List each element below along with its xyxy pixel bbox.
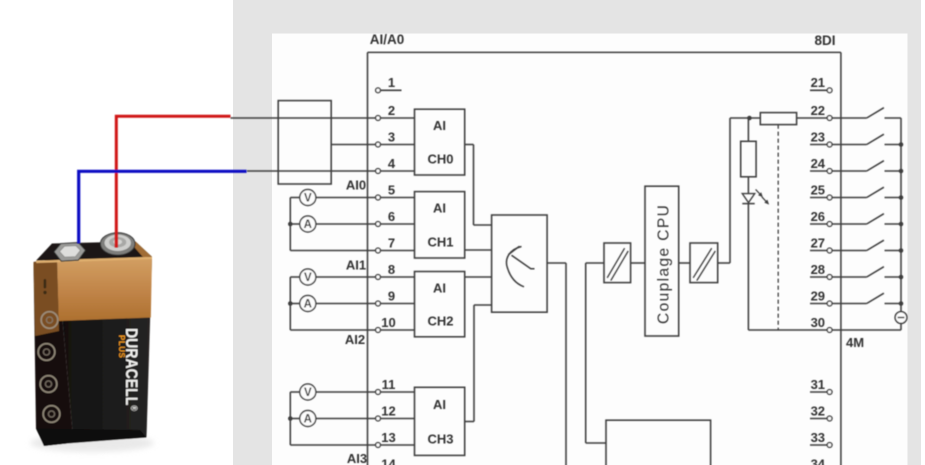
svg-text:8: 8: [388, 262, 395, 277]
svg-text:AI: AI: [433, 397, 446, 412]
svg-text:AI2: AI2: [345, 332, 365, 347]
svg-text:28: 28: [811, 262, 825, 277]
svg-text:9: 9: [388, 288, 395, 303]
svg-text:V: V: [304, 272, 312, 284]
svg-text:AI/A0: AI/A0: [370, 32, 405, 47]
svg-text:AI3: AI3: [347, 451, 367, 465]
svg-text:CH2: CH2: [427, 314, 453, 329]
svg-text:33: 33: [811, 430, 825, 445]
svg-text:AI0: AI0: [346, 178, 366, 193]
svg-text:AI1: AI1: [346, 258, 366, 273]
svg-text:V: V: [304, 387, 312, 399]
svg-text:5: 5: [388, 182, 395, 197]
svg-text:Couplage CPU: Couplage CPU: [655, 204, 672, 324]
svg-text:2: 2: [388, 103, 395, 118]
svg-text:13: 13: [381, 430, 395, 445]
svg-text:4: 4: [388, 156, 396, 171]
svg-text:32: 32: [811, 403, 825, 418]
svg-text:14: 14: [381, 456, 396, 465]
svg-text:23: 23: [811, 129, 825, 144]
svg-text:1: 1: [388, 75, 395, 90]
svg-text:11: 11: [382, 377, 396, 392]
svg-text:AI: AI: [433, 118, 446, 133]
svg-text:25: 25: [811, 182, 825, 197]
svg-text:29: 29: [811, 288, 825, 303]
svg-text:A: A: [304, 299, 312, 311]
svg-text:22: 22: [811, 103, 825, 118]
svg-text:7: 7: [388, 235, 395, 250]
svg-text:30: 30: [811, 315, 825, 330]
svg-text:24: 24: [811, 156, 826, 171]
svg-text:PLUS: PLUS: [117, 335, 126, 359]
svg-text:AI: AI: [433, 201, 446, 216]
svg-text:CH3: CH3: [427, 432, 453, 447]
svg-text:34: 34: [811, 456, 826, 465]
svg-text:A: A: [304, 219, 312, 231]
svg-text:21: 21: [811, 75, 825, 90]
svg-text:8DI: 8DI: [814, 33, 835, 48]
svg-text:A: A: [304, 414, 312, 426]
svg-text:CH0: CH0: [427, 152, 453, 167]
svg-text:3: 3: [388, 129, 395, 144]
svg-text:27: 27: [811, 235, 825, 250]
svg-text:31: 31: [811, 377, 825, 392]
svg-text:CH1: CH1: [427, 235, 453, 250]
svg-text:12: 12: [381, 403, 395, 418]
svg-text:10: 10: [381, 315, 395, 330]
svg-text:DURACELL®: DURACELL®: [122, 328, 140, 411]
svg-text:6: 6: [388, 209, 395, 224]
svg-text:4M: 4M: [846, 335, 864, 350]
svg-text:26: 26: [811, 209, 825, 224]
svg-text:AI: AI: [433, 280, 446, 295]
svg-text:V: V: [304, 193, 312, 205]
